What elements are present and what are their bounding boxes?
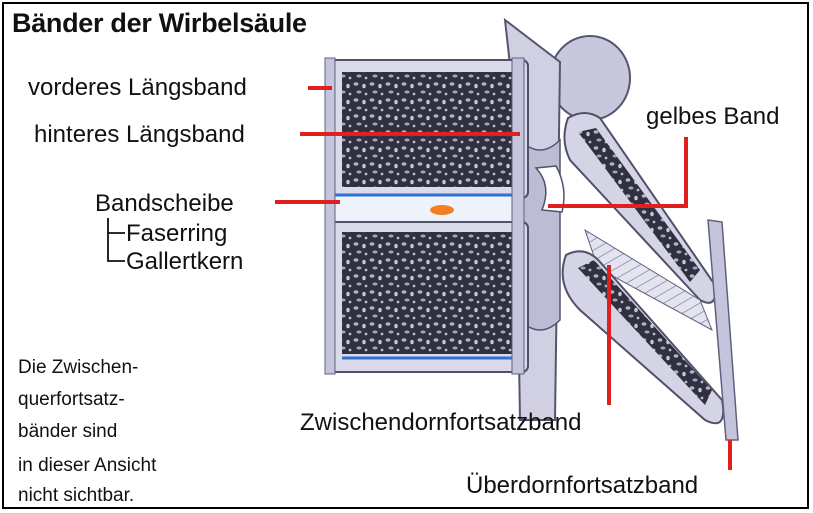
- label-posterior-longitudinal-ligament: hinteres Längsband: [34, 123, 245, 147]
- note-line-5: nicht sichtbar.: [18, 486, 134, 505]
- label-supraspinous-ligament: Überdornfortsatzband: [466, 474, 698, 498]
- note-line-4: in dieser Ansicht: [18, 456, 156, 475]
- lower-vertebral-body: [328, 222, 528, 372]
- intervertebral-disc: [332, 195, 522, 225]
- label-ligamentum-flavum: gelbes Band: [646, 105, 779, 129]
- note-line-1: Die Zwischen-: [18, 358, 138, 377]
- label-interspinous-ligament: Zwischendornfortsatzband: [300, 411, 581, 435]
- label-nucleus-pulposus: Gallertkern: [126, 250, 243, 274]
- label-annulus-fibrosus: Faserring: [126, 222, 227, 246]
- label-tree: [108, 218, 125, 261]
- anterior-longitudinal-ligament: [325, 58, 335, 374]
- diagram-title: Bänder der Wirbelsäule: [12, 10, 307, 37]
- posterior-longitudinal-ligament: [512, 58, 524, 374]
- nucleus-pulposus: [430, 205, 454, 215]
- note-line-2: querfortsatz-: [18, 390, 125, 409]
- upper-vertebral-body: [328, 60, 528, 198]
- note-line-3: bänder sind: [18, 422, 117, 441]
- label-anterior-longitudinal-ligament: vorderes Längsband: [28, 76, 247, 100]
- label-intervertebral-disc: Bandscheibe: [95, 192, 234, 216]
